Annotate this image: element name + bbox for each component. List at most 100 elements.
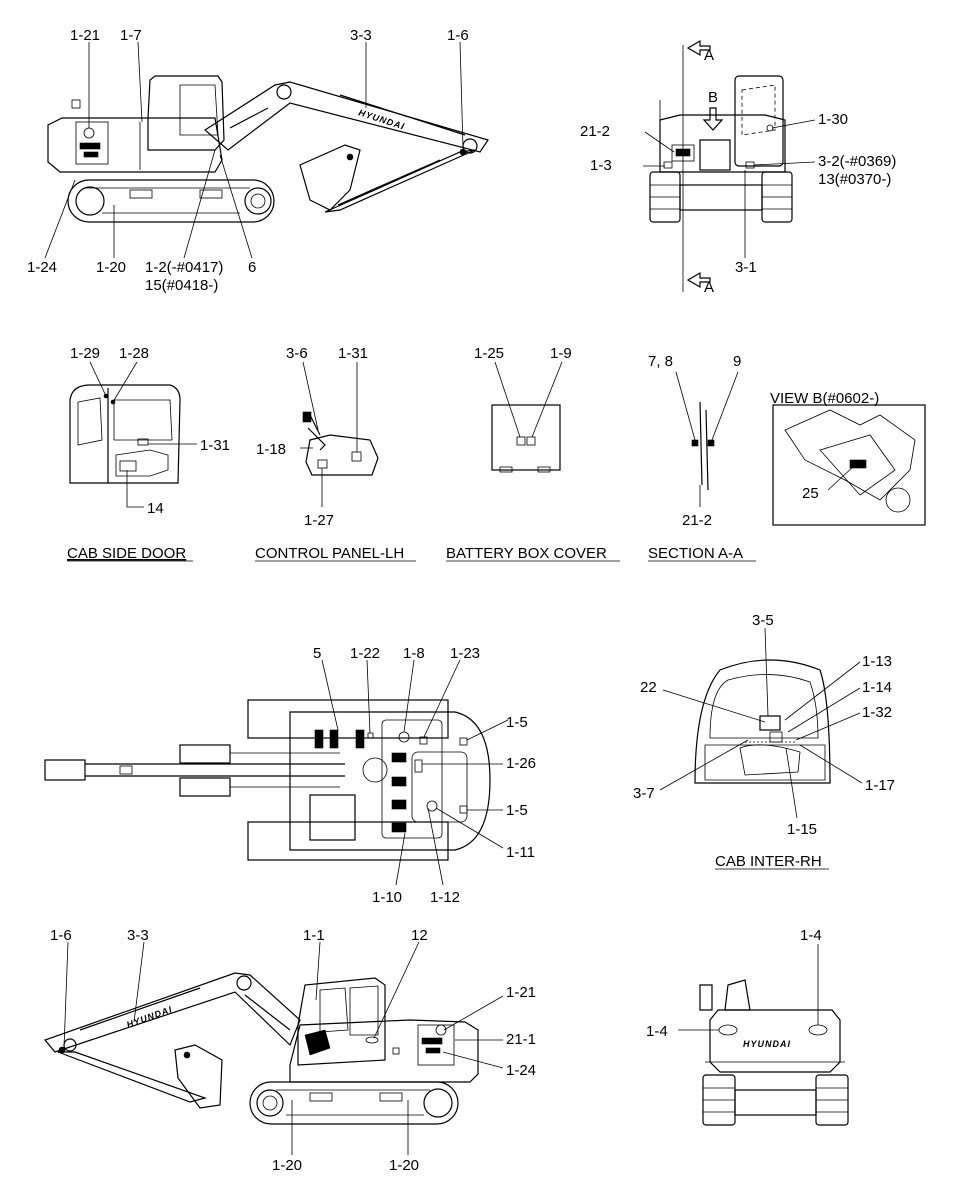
top-track-upper bbox=[247, 699, 449, 739]
label-1-5-upper: 1-5 bbox=[506, 714, 528, 731]
label-6: 6 bbox=[248, 259, 256, 276]
bucket-lh bbox=[299, 144, 361, 211]
label-1-23: 1-23 bbox=[450, 645, 480, 662]
control-panel-lh: 3-6 1-31 1-18 1-27 CONTROL PANEL-LH bbox=[255, 345, 416, 562]
label-25: 25 bbox=[802, 485, 819, 502]
label-21-1: 21-1 bbox=[506, 1031, 536, 1048]
label-1-20-rh-b: 1-20 bbox=[389, 1157, 419, 1174]
label-1-9: 1-9 bbox=[550, 345, 572, 362]
label-1-12: 1-12 bbox=[430, 889, 460, 906]
label-a-top: A bbox=[704, 47, 714, 64]
view-b: VIEW B(#0602-) 25 bbox=[770, 390, 926, 526]
top-view: 5 1-22 1-8 1-23 1-5 1-26 1-5 1-11 1-10 1… bbox=[44, 645, 536, 906]
track-rh bbox=[249, 1081, 459, 1125]
boom-rh bbox=[43, 972, 301, 1053]
label-3-1: 3-1 bbox=[735, 259, 757, 276]
label-1-24: 1-24 bbox=[27, 259, 57, 276]
label-1-4-left: 1-4 bbox=[646, 1023, 668, 1040]
label-1-31-cp: 1-31 bbox=[338, 345, 368, 362]
label-1-20-rh-a: 1-20 bbox=[272, 1157, 302, 1174]
label-1-22: 1-22 bbox=[350, 645, 380, 662]
label-1-10: 1-10 bbox=[372, 889, 402, 906]
label-1-21: 1-21 bbox=[70, 27, 100, 44]
front-cab bbox=[734, 75, 784, 167]
caption-battery-box: BATTERY BOX COVER bbox=[446, 545, 607, 562]
top-track-lower bbox=[247, 821, 449, 861]
label-1-4-top: 1-4 bbox=[800, 927, 822, 944]
label-1-6-rh: 1-6 bbox=[50, 927, 72, 944]
label-7-8: 7, 8 bbox=[648, 353, 673, 370]
label-1-13: 1-13 bbox=[862, 653, 892, 670]
label-1-14: 1-14 bbox=[862, 679, 892, 696]
bucket-rh bbox=[174, 1044, 223, 1109]
label-1-27: 1-27 bbox=[304, 512, 334, 529]
right-side-view: HYUNDAI 1-6 3-3 1-1 12 1-21 21-1 1-24 1-… bbox=[43, 927, 536, 1174]
boom-lh bbox=[204, 81, 489, 153]
label-15: 15(#0418-) bbox=[145, 277, 218, 294]
label-1-17: 1-17 bbox=[865, 777, 895, 794]
label-21-2: 21-2 bbox=[580, 123, 610, 140]
left-side-view: HYUNDAI 1-21 1-7 3-3 1-6 1-24 1-20 1-2(-… bbox=[27, 27, 489, 294]
label-1-15: 1-15 bbox=[787, 821, 817, 838]
caption-control-panel: CONTROL PANEL-LH bbox=[255, 545, 404, 562]
label-1-20: 1-20 bbox=[96, 259, 126, 276]
label-1-30: 1-30 bbox=[818, 111, 848, 128]
arm-lh bbox=[324, 149, 476, 213]
rear-view: HYUNDAI 1-4 1-4 bbox=[646, 927, 849, 1126]
cab-lh bbox=[147, 75, 225, 151]
label-1-29: 1-29 bbox=[70, 345, 100, 362]
label-1-7: 1-7 bbox=[120, 27, 142, 44]
label-1-18: 1-18 bbox=[256, 441, 286, 458]
section-arrow-top bbox=[686, 39, 711, 57]
label-3-6: 3-6 bbox=[286, 345, 308, 362]
label-22: 22 bbox=[640, 679, 657, 696]
front-view: A B 1-30 21-2 1-3 3-2(-#0369) 13(#0370-)… bbox=[580, 39, 896, 296]
label-1-2: 1-2(-#0417) bbox=[145, 259, 223, 276]
label-1-31: 1-31 bbox=[200, 437, 230, 454]
upper-body-rh bbox=[289, 1019, 479, 1083]
arm-rh bbox=[57, 1051, 208, 1103]
label-1-3: 1-3 bbox=[590, 157, 612, 174]
label-1-24-rh: 1-24 bbox=[506, 1062, 536, 1079]
front-upper-body bbox=[659, 114, 786, 173]
label-1-5-lower: 1-5 bbox=[506, 802, 528, 819]
label-1-25: 1-25 bbox=[474, 345, 504, 362]
label-3-2: 3-2(-#0369) bbox=[818, 153, 896, 170]
label-1-6: 1-6 bbox=[447, 27, 469, 44]
caption-section-a-a: SECTION A-A bbox=[648, 545, 743, 562]
upper-body-lh bbox=[47, 117, 223, 173]
brand-logo-rh: HYUNDAI bbox=[125, 1004, 174, 1030]
section-a-a: 7, 8 9 21-2 SECTION A-A bbox=[648, 353, 756, 562]
track-lh bbox=[67, 179, 275, 223]
top-upper-body bbox=[289, 711, 491, 851]
label-b: B bbox=[708, 89, 718, 106]
caption-cab-side-door: CAB SIDE DOOR bbox=[67, 545, 186, 562]
brand-logo-rear: HYUNDAI bbox=[743, 1039, 791, 1049]
brand-logo-lh: HYUNDAI bbox=[357, 107, 406, 131]
label-1-32: 1-32 bbox=[862, 704, 892, 721]
label-1-1: 1-1 bbox=[303, 927, 325, 944]
label-3-3-rh: 3-3 bbox=[127, 927, 149, 944]
cab-rh bbox=[297, 977, 386, 1066]
section-arrow-bottom bbox=[686, 271, 711, 289]
label-5: 5 bbox=[313, 645, 321, 662]
caption-cab-inter: CAB INTER-RH bbox=[715, 853, 822, 870]
view-arrow-b bbox=[702, 107, 724, 131]
label-1-28: 1-28 bbox=[119, 345, 149, 362]
label-14: 14 bbox=[147, 500, 164, 517]
label-3-5: 3-5 bbox=[752, 612, 774, 629]
label-3-7: 3-7 bbox=[633, 785, 655, 802]
label-13: 13(#0370-) bbox=[818, 171, 891, 188]
label-21-2-section: 21-2 bbox=[682, 512, 712, 529]
label-12: 12 bbox=[411, 927, 428, 944]
label-3-3: 3-3 bbox=[350, 27, 372, 44]
cab-side-door: 1-29 1-28 1-31 14 CAB SIDE DOOR bbox=[67, 345, 230, 562]
label-a-bottom: A bbox=[704, 279, 714, 296]
label-1-21-rh: 1-21 bbox=[506, 984, 536, 1001]
label-9: 9 bbox=[733, 353, 741, 370]
label-1-26: 1-26 bbox=[506, 755, 536, 772]
label-1-11: 1-11 bbox=[506, 844, 535, 861]
label-1-8: 1-8 bbox=[403, 645, 425, 662]
title-view-b: VIEW B(#0602-) bbox=[770, 390, 879, 407]
